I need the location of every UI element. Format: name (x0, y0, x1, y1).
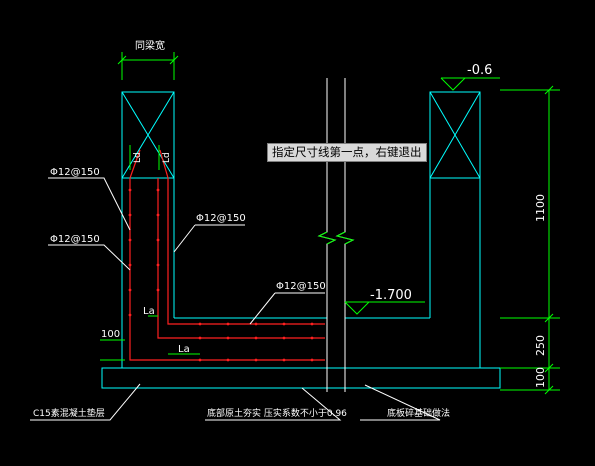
break-line (317, 78, 355, 392)
anchor-la-upper-label: La (143, 306, 155, 317)
level-top-label: -0.6 (467, 63, 492, 78)
note-cushion: C15素混凝土垫层 (33, 407, 105, 419)
note-base: 底板碎基础做法 (387, 407, 450, 419)
cushion-layer (101, 367, 501, 389)
rebar-outer-lower-label: Φ12@150 (50, 234, 100, 245)
dimension-lines (100, 52, 560, 395)
rebar-inner-wall-label: Φ12@150 (196, 213, 246, 224)
level-bottom-label: -1.700 (370, 288, 412, 303)
structure-outline (101, 91, 501, 389)
level-marker-bottom (344, 301, 425, 315)
break-line-accent (317, 231, 355, 245)
anchor-la-lower-label: La (178, 344, 190, 355)
rebar (129, 149, 325, 361)
rebar-inner-left (159, 149, 325, 325)
dim-1100-label: 1100 (534, 194, 547, 222)
rebar-inner-hook (157, 178, 325, 339)
left-beam-cross-b (121, 91, 175, 179)
right-beam-cross-b (429, 91, 481, 179)
width-label: 同梁宽 (135, 39, 165, 52)
rebar-outer-upper-label: Φ12@150 (50, 167, 100, 178)
anchor-ld-left-label: Ld (133, 152, 143, 163)
command-tooltip: 指定尺寸线第一点，右键退出 (267, 143, 427, 162)
level-marker-top (440, 77, 500, 91)
dim-100-right-label: 100 (534, 367, 547, 388)
dim-250-label: 250 (534, 335, 547, 356)
right-beam (429, 91, 481, 179)
rebar-outer-left (129, 149, 325, 361)
rebar-slab-top-label: Φ12@150 (276, 281, 326, 292)
leaders (30, 177, 441, 421)
anchor-ld-right-label: Ld (162, 152, 172, 163)
dim-cover-left-label: 100 (101, 329, 120, 340)
left-beam (121, 91, 175, 179)
rebar-dots (128, 188, 314, 362)
note-soil: 底部原土夯实 压实系数不小于0.96 (207, 407, 347, 419)
